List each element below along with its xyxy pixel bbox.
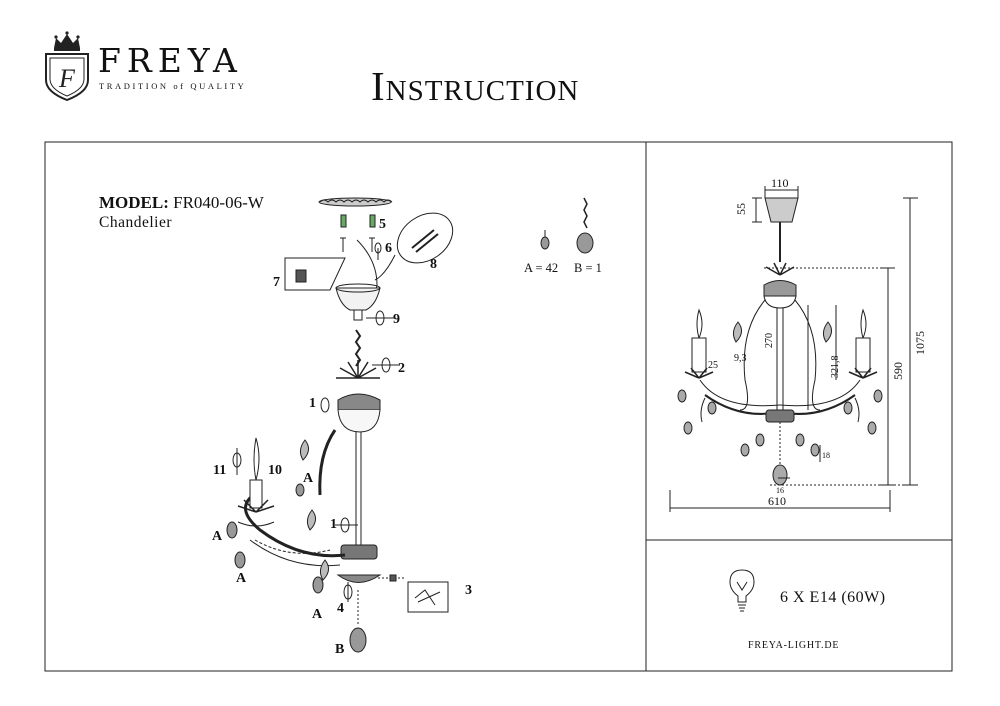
dim-body-height: 590 [891, 362, 905, 380]
step-label-7: 7 [273, 275, 280, 290]
main-frame [44, 141, 953, 672]
brand-tagline: TRADITION of QUALITY [99, 81, 247, 91]
step-label-9: 9 [393, 312, 400, 327]
part-label-a-3: A [236, 571, 247, 586]
rotation-arrows [232, 242, 400, 602]
dim-small-16: 16 [776, 486, 784, 495]
crystal-a-count: A = 42 [524, 261, 558, 275]
mounting-screws [340, 214, 376, 252]
step-label-8: 8 [430, 257, 437, 272]
dim-width: 610 [768, 494, 786, 508]
step-label-1-middle: 1 [330, 517, 337, 532]
crystal-b-count: B = 1 [574, 261, 602, 275]
freya-crest-logo: F [45, 31, 89, 102]
step-label-3: 3 [465, 583, 472, 598]
step-label-1-upper: 1 [309, 396, 316, 411]
step-label-11: 11 [213, 463, 226, 478]
ceiling-crystal-strip [318, 197, 393, 207]
svg-text:F: F [58, 64, 76, 93]
step-label-5: 5 [379, 217, 386, 232]
dimension-diagram [669, 186, 918, 512]
dim-small-18: 18 [822, 451, 830, 460]
dim-arm-321: 321,8 [830, 356, 841, 379]
website: FREYA-LIGHT.DE [748, 640, 840, 651]
part-label-a-4: A [312, 607, 323, 622]
product-type: Chandelier [99, 214, 173, 231]
dim-candle-25: 25 [708, 360, 718, 371]
document-title: Instruction [371, 63, 580, 109]
part-label-b: B [335, 642, 344, 657]
step-label-4: 4 [337, 601, 344, 616]
model-line: MODEL: FR040-06-W [99, 194, 264, 211]
part-label-a-1: A [303, 471, 314, 486]
brand-name: FREYA [98, 41, 243, 80]
dim-canopy-height: 55 [734, 203, 748, 215]
step-label-2: 2 [398, 361, 405, 376]
dim-stem-270: 270 [764, 333, 775, 348]
model-label: MODEL: [99, 193, 169, 212]
lamp-spec: 6 X E14 (60W) [780, 589, 886, 606]
assembly-diagram [226, 197, 594, 653]
model-number: FR040-06-W [173, 193, 264, 212]
part-label-a-2: A [212, 529, 223, 544]
dim-total-height: 1075 [913, 331, 927, 355]
dim-canopy-width: 110 [771, 176, 789, 190]
dim-ring-9: 9,3 [734, 353, 747, 364]
step-label-10: 10 [268, 463, 282, 478]
step-label-6: 6 [385, 241, 392, 256]
light-bulb-icon [729, 569, 755, 612]
